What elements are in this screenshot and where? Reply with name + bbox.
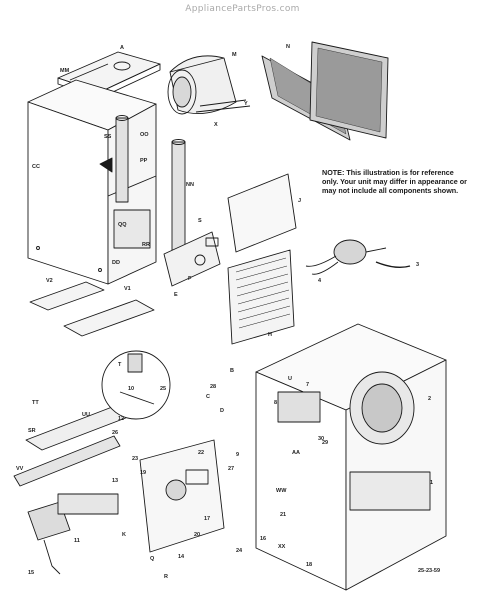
watermark-text: AppliancePartsPros.com	[185, 4, 300, 14]
callout-28: 28	[210, 384, 216, 390]
callout-H: H	[268, 332, 272, 338]
callout-17: 17	[204, 516, 210, 522]
callout-R: R	[164, 574, 168, 580]
callout-CC: CC	[32, 164, 40, 170]
callout-PP: PP	[140, 158, 148, 164]
callout-18: 18	[306, 562, 312, 568]
callout-XX: XX	[278, 544, 286, 550]
callout-19: 19	[140, 470, 146, 476]
callout-3: 3	[416, 262, 419, 268]
callout-TT: TT	[32, 400, 39, 406]
control-panel	[139, 439, 225, 553]
gas-valve-assembly	[27, 493, 119, 575]
callout-15: 15	[28, 570, 34, 576]
callout-T: T	[118, 362, 122, 368]
callout-26: 26	[112, 430, 118, 436]
pilot-assembly-inset	[101, 350, 171, 420]
shelf-v1	[63, 299, 155, 337]
blower-housing	[167, 55, 251, 115]
callout-V2: V2	[46, 278, 53, 284]
callout-F: F	[188, 276, 192, 282]
callout-J: J	[298, 198, 301, 204]
reference-note: NOTE: This illustration is for reference…	[322, 168, 467, 195]
callout-RR: RR	[142, 242, 150, 248]
blower-cabinet	[255, 323, 447, 591]
callout-1: 1	[430, 480, 433, 486]
callout-S: S	[198, 218, 202, 224]
callout-22: 22	[198, 450, 204, 456]
callout-27: 27	[228, 466, 234, 472]
callout-Y: Y	[244, 101, 248, 107]
air-filter	[261, 41, 389, 141]
callout-UU: UU	[82, 412, 90, 418]
callout-B: B	[230, 368, 234, 374]
callout-WW: WW	[276, 488, 287, 494]
inducer-plate	[163, 231, 221, 287]
callout-MM: MM	[60, 68, 70, 74]
callout-A: A	[120, 45, 124, 51]
callout-VV: VV	[16, 466, 24, 472]
callout-2: 2	[428, 396, 431, 402]
callout-U: U	[288, 376, 292, 382]
callout-10: 10	[128, 386, 134, 392]
callout-8: 8	[274, 400, 277, 406]
callout-AA: AA	[292, 450, 300, 456]
callout-24: 24	[236, 548, 243, 554]
callout-V1: V1	[124, 286, 131, 292]
callout-23: 23	[132, 456, 138, 462]
callout-16: 16	[260, 536, 266, 542]
callout-X: X	[214, 122, 218, 128]
callout-25: 25	[160, 386, 166, 392]
callout-4: 4	[318, 278, 322, 284]
callout-OO: OO	[140, 132, 149, 138]
figure-number: 25-23-59	[418, 568, 441, 574]
callout-DD: DD	[112, 260, 120, 266]
burner-rail	[13, 403, 137, 487]
furnace-cabinet	[27, 79, 157, 285]
callout-11: 11	[74, 538, 80, 544]
callout-N: N	[286, 44, 290, 50]
callout-21: 21	[280, 512, 286, 518]
callout-SR: SR	[28, 428, 36, 434]
blower-motor	[305, 239, 411, 275]
callout-29: 29	[322, 440, 328, 446]
callout-QQ: QQ	[118, 222, 127, 228]
callout-Q: Q	[150, 556, 155, 562]
callout-C: C	[206, 394, 210, 400]
callout-NN: NN	[186, 182, 194, 188]
callout-14: 14	[178, 554, 185, 560]
callout-13: 13	[112, 478, 118, 484]
grille-door	[227, 249, 295, 345]
callout-7: 7	[306, 382, 309, 388]
callout-K: K	[122, 532, 126, 538]
callout-9: 9	[236, 452, 239, 458]
callout-30: 30	[318, 436, 324, 442]
callout-D: D	[220, 408, 224, 414]
flue-pipe-long	[171, 139, 186, 251]
callout-20: 20	[194, 532, 200, 538]
callout-SS: SS	[104, 134, 112, 140]
flue-pipe-short	[115, 115, 129, 203]
callout-12: 12	[118, 416, 124, 422]
callout-M: M	[232, 52, 237, 58]
access-panel	[227, 173, 297, 253]
shelf-v2	[29, 281, 105, 311]
callout-E: E	[174, 292, 178, 298]
